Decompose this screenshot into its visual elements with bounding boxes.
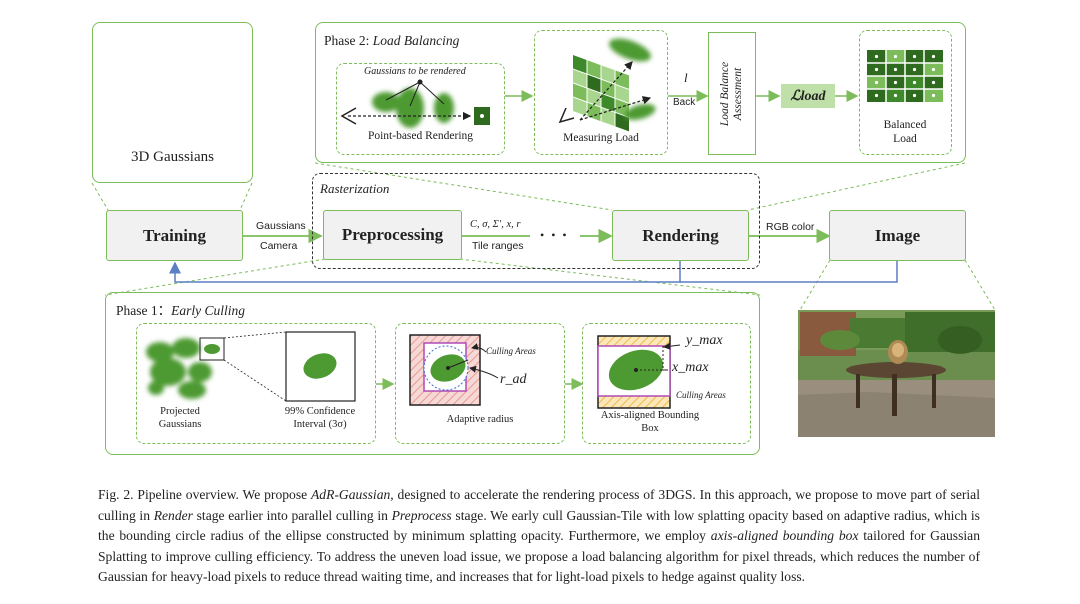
caption-part-4: Render [153, 507, 193, 523]
edge-camera-label: Camera [260, 240, 298, 252]
edge-gaussians-label: Gaussians [256, 220, 306, 232]
edge-tile-ranges-label: Tile ranges [472, 240, 524, 252]
aabb-panel [582, 323, 751, 444]
l-load-box: ℒload [781, 84, 835, 108]
phase1-title: Phase 1：Early Culling [116, 299, 245, 319]
edge-rgb-label: RGB color [766, 221, 815, 233]
balanced-load-label: Balanced Load [883, 119, 927, 145]
figure-caption: Fig. 2. Pipeline overview. We propose Ad… [98, 485, 980, 588]
culling-areas-label-1: Culling Areas [486, 346, 536, 356]
caption-part-3: , designed to accelerate the rendering p… [98, 487, 980, 523]
caption-part-2: AdR-Gaussian [311, 487, 391, 502]
adaptive-radius-panel [395, 323, 565, 444]
confidence-interval-label: 99% Confidence Interval (3σ) [284, 406, 356, 430]
r-ad-label: r_ad [500, 372, 527, 387]
caption-part-7: stage. We early cull Gaussian-Tile with … [98, 507, 980, 544]
rasterization-label: Rasterization [320, 181, 390, 196]
edge-params-label: C, σ, Σ′, x, r [470, 219, 521, 230]
caption-part-6: Preprocess [391, 507, 452, 523]
aabb-label: Axis-aligned Bounding Box [600, 410, 700, 434]
measuring-load-label: Measuring Load [563, 132, 639, 144]
caption-part-9: tailored for Gaussian Splatting to impro… [98, 528, 980, 584]
gaussians-to-render-label: Gaussians to be rendered [364, 66, 466, 77]
load-balance-assessment-label: Load Balance Assessment [719, 61, 744, 126]
phase1-title-italic: Early Culling [171, 303, 245, 318]
measuring-load-panel [534, 30, 668, 155]
training-stage: Training [106, 210, 243, 261]
projected-gaussians-label: Projected Gaussians [158, 406, 202, 430]
projected-gaussians-panel [136, 323, 376, 444]
phase2-panel [315, 22, 966, 163]
back-label: Back [673, 97, 696, 108]
culling-areas-label-2: Culling Areas [676, 390, 726, 400]
adaptive-radius-label: Adaptive radius [446, 414, 514, 425]
rasterization-region [312, 173, 760, 269]
image-stage: Image [829, 210, 966, 261]
phase1-panel [105, 292, 760, 455]
caption-part-8: axis-aligned bounding box [710, 528, 859, 543]
point-based-rendering-label: Point-based Rendering [367, 130, 474, 142]
phase2-title: Phase 2: Load Balancing [324, 33, 459, 49]
caption-part-1: Fig. 2. Pipeline overview. We propose [98, 487, 311, 502]
l-symbol: l [684, 70, 688, 85]
edge-dots: • • • [540, 228, 569, 242]
load-balance-assessment-box: Load Balance Assessment [708, 32, 756, 155]
phase2-title-prefix: Phase 2: [324, 33, 373, 48]
phase2-title-italic: Load Balancing [372, 33, 460, 48]
point-based-rendering-panel [336, 63, 505, 155]
phase1-title-prefix: Phase 1： [116, 303, 172, 318]
gaussians-3d-panel [92, 22, 253, 183]
preprocessing-stage: Preprocessing [323, 210, 462, 260]
gaussians-3d-label: 3D Gaussians [131, 149, 214, 165]
caption-part-5: stage earlier into parallel culling in [192, 507, 392, 523]
l-load-label: ℒload [790, 88, 826, 104]
rendering-stage: Rendering [612, 210, 749, 261]
x-max-label: x_max [672, 360, 709, 375]
y-max-label: y_max [686, 333, 723, 348]
balanced-load-panel [859, 30, 952, 155]
